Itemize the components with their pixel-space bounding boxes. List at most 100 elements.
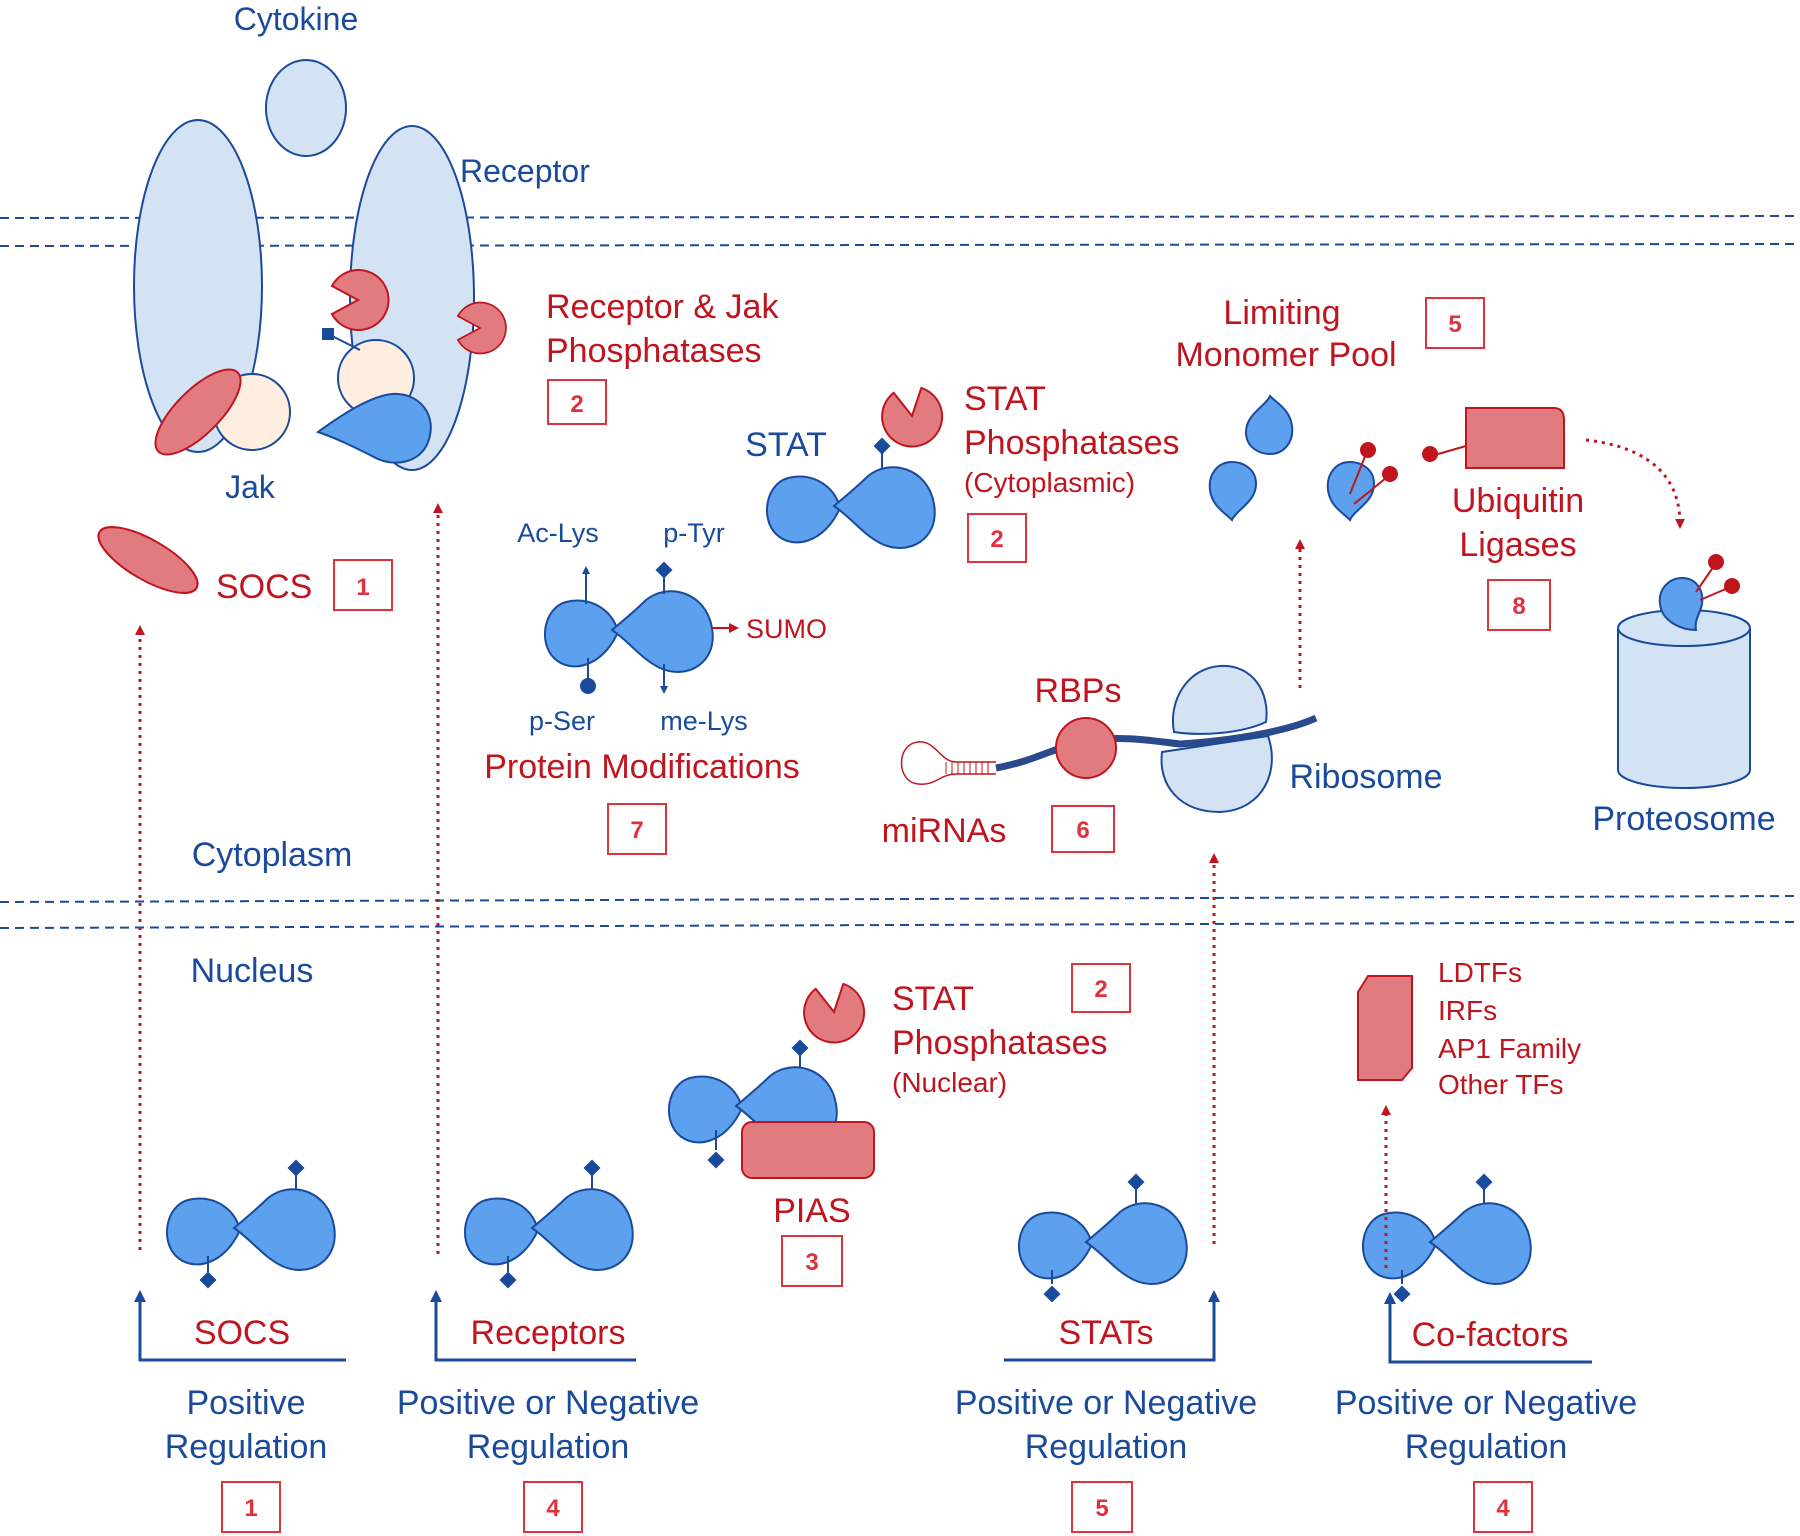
stat-monomer-degraded [1658, 576, 1704, 632]
number-box-label: 5 [1095, 1495, 1108, 1522]
phospho-diamond [583, 1159, 601, 1177]
stat-dimer-cofactor-gene [1361, 1202, 1532, 1285]
number-box [781, 1235, 843, 1287]
gene-receptors-label: Receptors [471, 1314, 626, 1352]
me-lys-label: me-Lys [660, 706, 748, 736]
mirna-hairpin [900, 741, 996, 785]
stat-dimer-socs-gene [165, 1188, 336, 1271]
stat-monomer-docked [315, 392, 432, 464]
stat-phosphatases-cyto-label-2: Phosphatases [964, 424, 1180, 462]
rbp-protein [1055, 717, 1117, 779]
phospho-diamond [199, 1271, 217, 1289]
number-box-label: 1 [244, 1495, 257, 1522]
sumo-label: SUMO [746, 614, 827, 644]
receptor-phosphatase-1 [331, 269, 390, 331]
stat-dimer-modified [543, 590, 714, 673]
stat-phosphatases-nuc-label-2: Phosphatases [892, 1024, 1108, 1062]
phospho-diamond [499, 1271, 517, 1289]
gene-promoter-stats [1004, 1290, 1220, 1362]
number-box-label: 2 [1094, 976, 1107, 1003]
number-box [967, 513, 1027, 563]
phospho-diamond [287, 1159, 305, 1177]
ac-lys-label: Ac-Lys [517, 518, 599, 548]
number-box-label: 1 [356, 574, 369, 601]
number-box [1071, 1481, 1133, 1533]
p-ser-dot [580, 678, 596, 694]
reg-stats-label-1: Positive or Negative [955, 1384, 1257, 1422]
number-box [523, 1481, 583, 1533]
mirnas-label: miRNAs [882, 812, 1007, 850]
limiting-label-1: Limiting [1223, 294, 1340, 332]
ribosome-large-subunit [1171, 664, 1268, 735]
number-box-label: 6 [1076, 817, 1089, 844]
ribosome-small-subunit [1160, 734, 1273, 814]
phospho-diamond [1393, 1285, 1411, 1303]
ubiquitin-dot [1360, 442, 1376, 458]
stat-phosphatases-nuc-label-1: STAT [892, 980, 974, 1018]
number-box-label: 4 [546, 1495, 560, 1522]
p-tyr-label: p-Tyr [663, 518, 725, 548]
cytoplasm-label: Cytoplasm [192, 836, 353, 874]
gene-promoter-receptors [430, 1290, 636, 1362]
proteosome-label: Proteosome [1592, 800, 1775, 838]
reg-socs-label-2: Regulation [165, 1428, 328, 1466]
number-box-label: 2 [570, 391, 583, 418]
receptor-jak-phosphatases-label-1: Receptor & Jak [546, 288, 779, 326]
reg-socs-label-1: Positive [186, 1384, 305, 1422]
stat-phosphatases-nuc-label-3: (Nuclear) [892, 1067, 1007, 1098]
number-box [333, 559, 393, 611]
number-box-label: 4 [1496, 1495, 1510, 1522]
tf-other: Other TFs [1438, 1069, 1564, 1100]
stat-monomer-1 [1245, 395, 1294, 455]
phospho-diamond [707, 1151, 725, 1169]
ubiquitin-dot [1708, 554, 1724, 570]
ubiquitin-dot [1422, 446, 1438, 462]
number-box-label: 7 [630, 817, 643, 844]
socs-bound-left [154, 368, 242, 456]
stat-dimer-receptor-gene [463, 1188, 634, 1271]
reg-cofactors-label-2: Regulation [1405, 1428, 1568, 1466]
stat-phosphatase-cytoplasmic [876, 384, 948, 453]
nucleus-label: Nucleus [191, 952, 314, 990]
nuclear-membrane-outer [0, 895, 1800, 903]
protein-modifications-label: Protein Modifications [484, 748, 800, 786]
rbps-label: RBPs [1035, 672, 1122, 710]
ribosome-label: Ribosome [1289, 758, 1442, 796]
jak-label: Jak [225, 469, 276, 505]
phospho-diamond [1043, 1285, 1061, 1303]
stat-monomer-2 [1208, 461, 1257, 521]
number-box [1425, 297, 1485, 349]
plasma-membrane-inner [0, 243, 1800, 247]
number-box [1051, 805, 1115, 853]
phospho-diamond [1127, 1173, 1145, 1191]
gene-socs-label: SOCS [194, 1314, 290, 1352]
number-box-label: 5 [1448, 311, 1461, 338]
ubiquitin-ligases-label-1: Ubiquitin [1452, 482, 1584, 520]
phospho-stalk [331, 335, 361, 351]
nuclear-membrane-inner [0, 921, 1800, 929]
plasma-membrane-outer [0, 215, 1800, 219]
cytokine-label: Cytokine [234, 1, 359, 37]
gene-promoter-cofactors [1384, 1292, 1592, 1364]
socs-label: SOCS [216, 568, 312, 606]
number-box-label: 3 [805, 1249, 818, 1276]
number-box [1487, 579, 1551, 631]
reg-cofactors-label-1: Positive or Negative [1335, 1384, 1637, 1422]
ubiquitin-dot [1382, 466, 1398, 482]
socs-protein [97, 526, 199, 594]
phospho-diamond [791, 1039, 809, 1057]
degradation-arrow [1585, 438, 1685, 529]
phospho-diamond [1475, 1173, 1493, 1191]
number-box [607, 803, 667, 855]
cytokine [265, 59, 347, 157]
stat-phosphatases-cyto-label-1: STAT [964, 380, 1046, 418]
pias-protein [741, 1121, 875, 1179]
phospho-square [322, 328, 334, 340]
pias-label: PIAS [773, 1192, 850, 1230]
reg-stats-label-2: Regulation [1025, 1428, 1188, 1466]
ubiquitin-ligases-label-2: Ligases [1459, 526, 1576, 564]
reg-receptors-label-2: Regulation [467, 1428, 630, 1466]
number-box [221, 1481, 281, 1533]
tf-ap1: AP1 Family [1438, 1033, 1581, 1064]
